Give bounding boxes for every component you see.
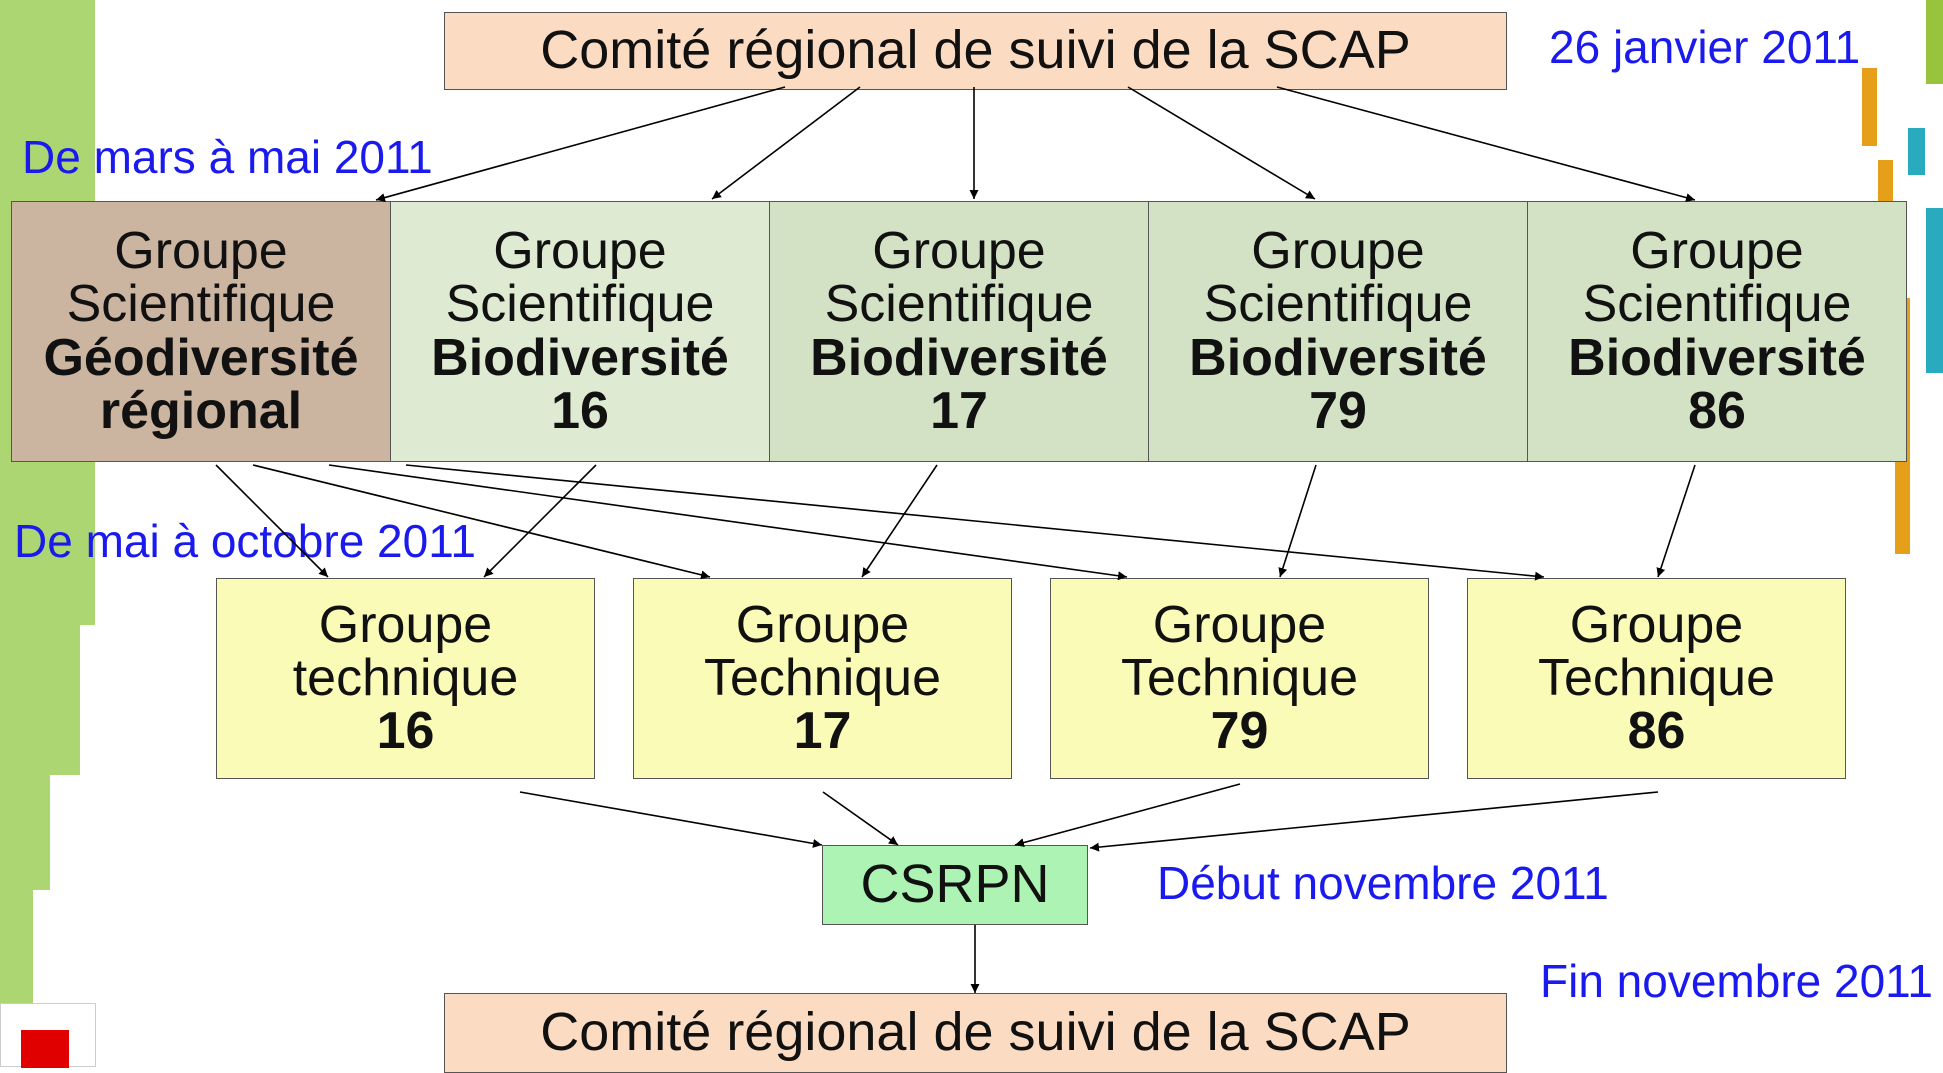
arrow-bio86-to-tech86 [1656,464,1696,578]
group-line2: Scientifique [1582,275,1852,334]
group-line1: Groupe [872,222,1046,281]
group-line2: Scientifique [445,275,715,334]
group-technique-16: Groupe technique 16 [216,578,595,779]
group-line2: Technique [1537,648,1776,707]
arrow-geo-to-tech79 [328,464,1128,581]
group-line3: 16 [376,702,435,761]
date-mars-mai: De mars à mai 2011 [22,131,433,183]
arrow-comite-to-bio86 [1276,86,1696,202]
group-line1: Groupe [1569,595,1744,654]
logo-icon [21,1030,69,1068]
comite-top-box: Comité régional de suivi de la SCAP [444,12,1507,90]
group-line1: Groupe [493,222,667,281]
group-technique-86: Groupe Technique 86 [1467,578,1846,779]
logo-box [0,1003,96,1068]
group-line2: Technique [1120,648,1359,707]
arrow-tech79-to-csrpn [1014,783,1241,847]
arrow-geo-to-tech16 [215,464,329,578]
deco-bar-orange-1 [1862,68,1877,146]
group-line3: 79 [1210,702,1269,761]
group-line4: régional [99,381,303,440]
arrow-bio17-to-tech17 [861,464,938,578]
arrow-tech17-to-csrpn [822,791,899,846]
group-line2: Scientifique [66,275,336,334]
csrpn-label: CSRPN [860,854,1050,915]
arrow-comite-to-bio16 [711,86,861,200]
date-debut-novembre: Début novembre 2011 [1157,857,1609,909]
deco-bar-teal-2 [1926,208,1943,373]
group-line1: Groupe [735,595,910,654]
group-line2: technique [292,648,519,707]
arrow-tech16-to-csrpn [519,791,823,848]
group-line3: Géodiversité [43,328,359,387]
arrow-comite-to-geo [375,86,786,202]
date-mai-octobre: De mai à octobre 2011 [14,515,476,567]
group-line3: 17 [793,702,852,761]
group-line3: 86 [1627,702,1686,761]
group-line4: 86 [1688,381,1746,440]
group-line3: Biodiversité [810,328,1108,387]
comite-bottom-label: Comité régional de suivi de la SCAP [540,1002,1411,1063]
group-line4: 79 [1309,381,1367,440]
group-line4: 17 [930,381,988,440]
csrpn-box: CSRPN [822,845,1088,925]
deco-bar-green [1926,0,1943,84]
date-26-janvier: 26 janvier 2011 [1549,21,1861,73]
comite-bottom-box: Comité régional de suivi de la SCAP [444,993,1507,1073]
group-scientifique-biodiversite-86: Groupe Scientifique Biodiversité 86 [1527,201,1907,462]
group-line3: Biodiversité [1189,328,1487,387]
comite-top-label: Comité régional de suivi de la SCAP [540,20,1411,81]
arrow-bio79-to-tech79 [1278,464,1317,578]
group-line3: Biodiversité [1568,328,1866,387]
arrow-geo-to-tech86 [405,464,1545,581]
group-line4: 16 [551,381,609,440]
group-line1: Groupe [1152,595,1327,654]
group-scientifique-biodiversite-17: Groupe Scientifique Biodiversité 17 [769,201,1149,462]
arrow-bio16-to-tech16 [483,464,597,578]
arrow-tech86-to-csrpn [1089,791,1659,852]
date-fin-novembre: Fin novembre 2011 [1540,955,1933,1007]
group-scientifique-geodiversite: Groupe Scientifique Géodiversité régiona… [11,201,391,462]
deco-bar-teal-1 [1908,128,1925,175]
group-line3: Biodiversité [431,328,729,387]
group-technique-17: Groupe Technique 17 [633,578,1012,779]
group-line1: Groupe [114,222,288,281]
group-line1: Groupe [318,595,493,654]
group-technique-79: Groupe Technique 79 [1050,578,1429,779]
group-scientifique-biodiversite-16: Groupe Scientifique Biodiversité 16 [390,201,770,462]
group-line2: Technique [703,648,942,707]
group-line1: Groupe [1630,222,1804,281]
group-line2: Scientifique [1203,275,1473,334]
arrow-geo-to-tech17 [252,464,711,580]
group-line2: Scientifique [824,275,1094,334]
group-scientifique-biodiversite-79: Groupe Scientifique Biodiversité 79 [1148,201,1528,462]
group-line1: Groupe [1251,222,1425,281]
deco-bar-orange-2 [1878,160,1893,203]
arrow-comite-to-bio79 [1127,86,1316,200]
